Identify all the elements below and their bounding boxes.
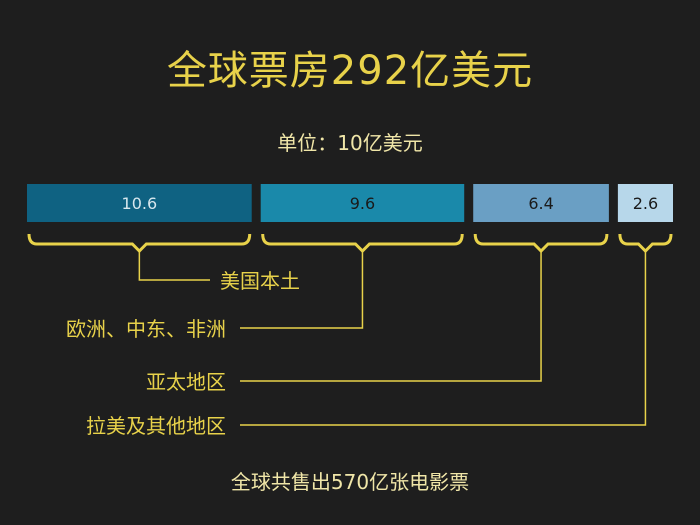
leader-line (240, 252, 647, 426)
bar-segment (260, 184, 465, 222)
bar-value-label: 9.6 (350, 194, 375, 213)
category-label: 欧洲、中东、非洲 (66, 317, 226, 341)
leader-line (240, 252, 542, 382)
leader-line (240, 252, 364, 329)
unit-label: 单位：10亿美元 (277, 131, 423, 155)
category-label: 美国本土 (220, 269, 300, 293)
segment-bracket (27, 233, 252, 254)
category-label: 拉美及其他地区 (86, 414, 226, 438)
segment-bracket (473, 233, 609, 254)
segment-bracket (261, 233, 464, 254)
footnote: 全球共售出570亿张电影票 (230, 470, 470, 494)
leader-line (138, 252, 210, 281)
segment-bracket (618, 233, 673, 254)
chart-title: 全球票房292亿美元 (166, 48, 534, 94)
bar-segment (617, 184, 673, 222)
bar-segment (473, 184, 609, 222)
bar-segment (27, 184, 252, 222)
bar-value-label: 6.4 (528, 194, 553, 213)
category-label: 亚太地区 (146, 370, 226, 394)
bar-value-label: 10.6 (122, 194, 158, 213)
bar-value-label: 2.6 (633, 194, 658, 213)
